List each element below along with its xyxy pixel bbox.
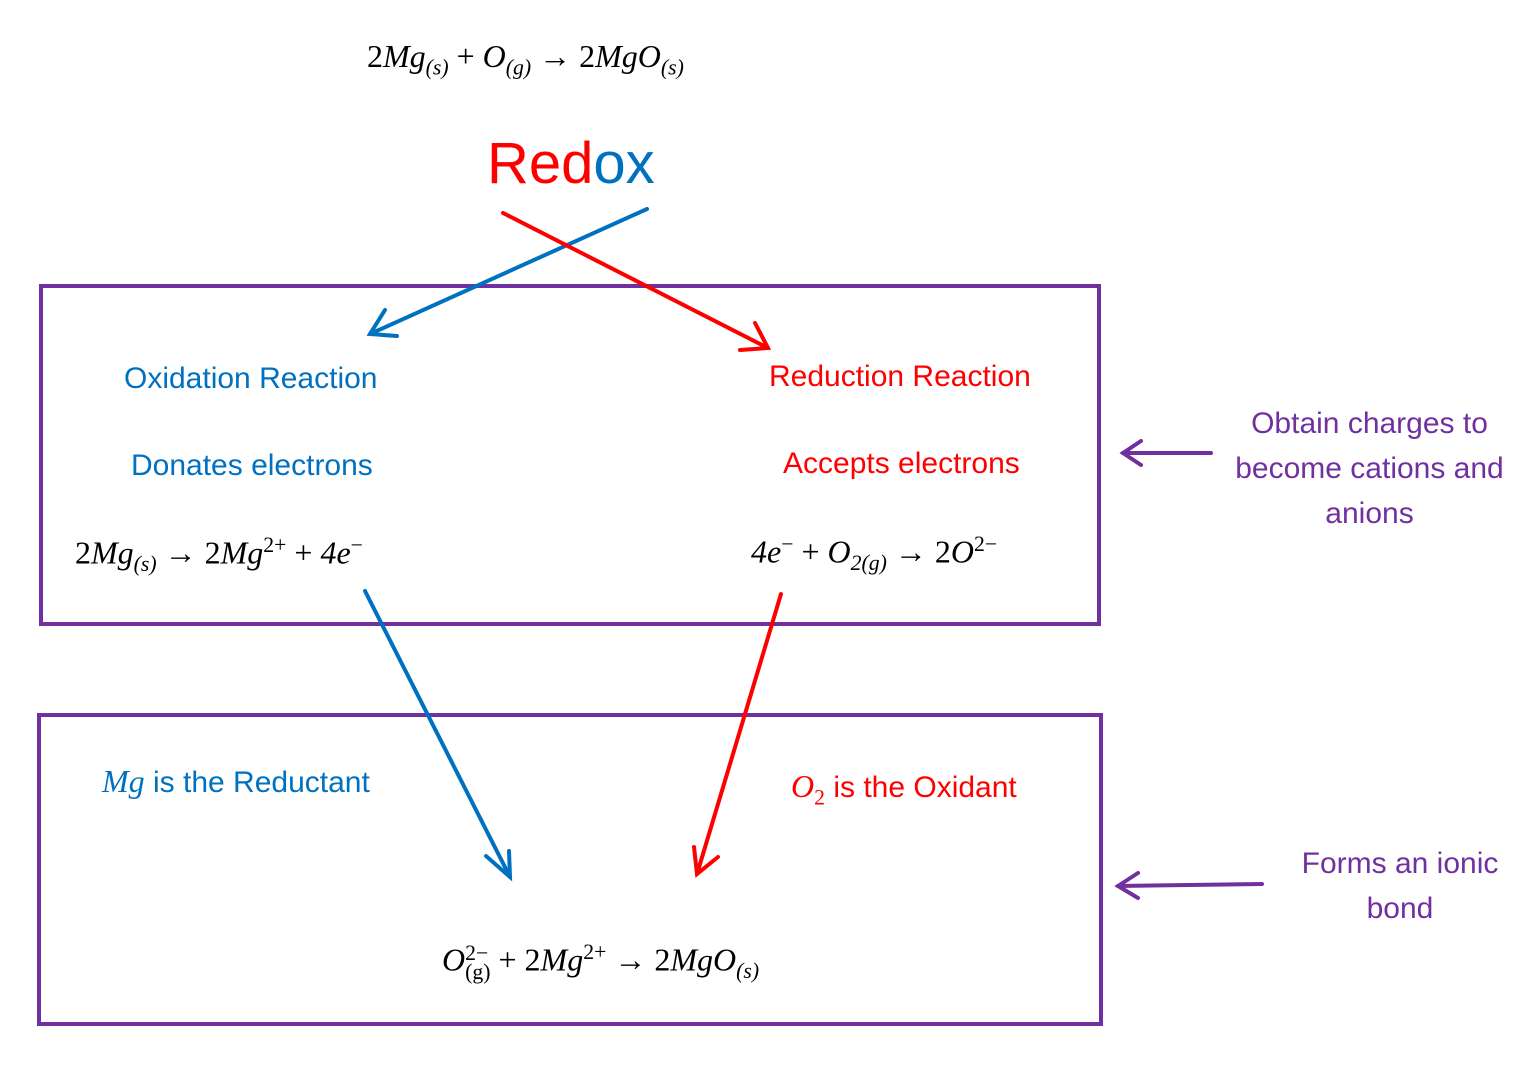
reductant-text: is the Reductant [144, 766, 370, 799]
redox-title-red: Red [487, 131, 594, 196]
reduction-equation: 4e− + O2(g) → 2O2− [751, 532, 998, 576]
arrow-charges-annotation [1119, 439, 1213, 467]
oxidant-symbol: O2 [791, 768, 825, 810]
reductant-symbol: Mg [102, 763, 145, 799]
oxidation-description: Donates electrons [131, 449, 373, 482]
arrow-redox-to-reduction [501, 211, 772, 352]
ionic-box [37, 713, 1103, 1026]
ionic-bond-annotation: Forms an ionic bond [1301, 847, 1499, 925]
arrow-reduction-to-ionic [692, 592, 783, 878]
reduction-title: Reduction Reaction [769, 360, 1031, 393]
oxidation-equation: 2Mg(s) → 2Mg2+ + 4e− [75, 533, 363, 577]
redox-title-blue: ox [593, 131, 655, 196]
oxidant-label: O2 is the Oxidant [791, 768, 1017, 810]
overall-equation: 2Mg(s) + O(g) → 2MgO(s) [367, 38, 684, 80]
charges-annotation: Obtain charges to become cations and ani… [1235, 407, 1504, 530]
reductant-label: Mg is the Reductant [102, 763, 370, 800]
redox-title: Redox [487, 130, 655, 197]
oxidant-text: is the Oxidant [824, 771, 1017, 804]
arrow-oxidation-to-ionic [363, 589, 513, 882]
redox-box [39, 284, 1101, 626]
arrow-ionic-bond-annotation [1114, 871, 1264, 900]
arrow-redox-to-oxidation [366, 207, 649, 338]
reduction-description: Accepts electrons [783, 447, 1020, 480]
oxidation-title: Oxidation Reaction [124, 362, 378, 395]
